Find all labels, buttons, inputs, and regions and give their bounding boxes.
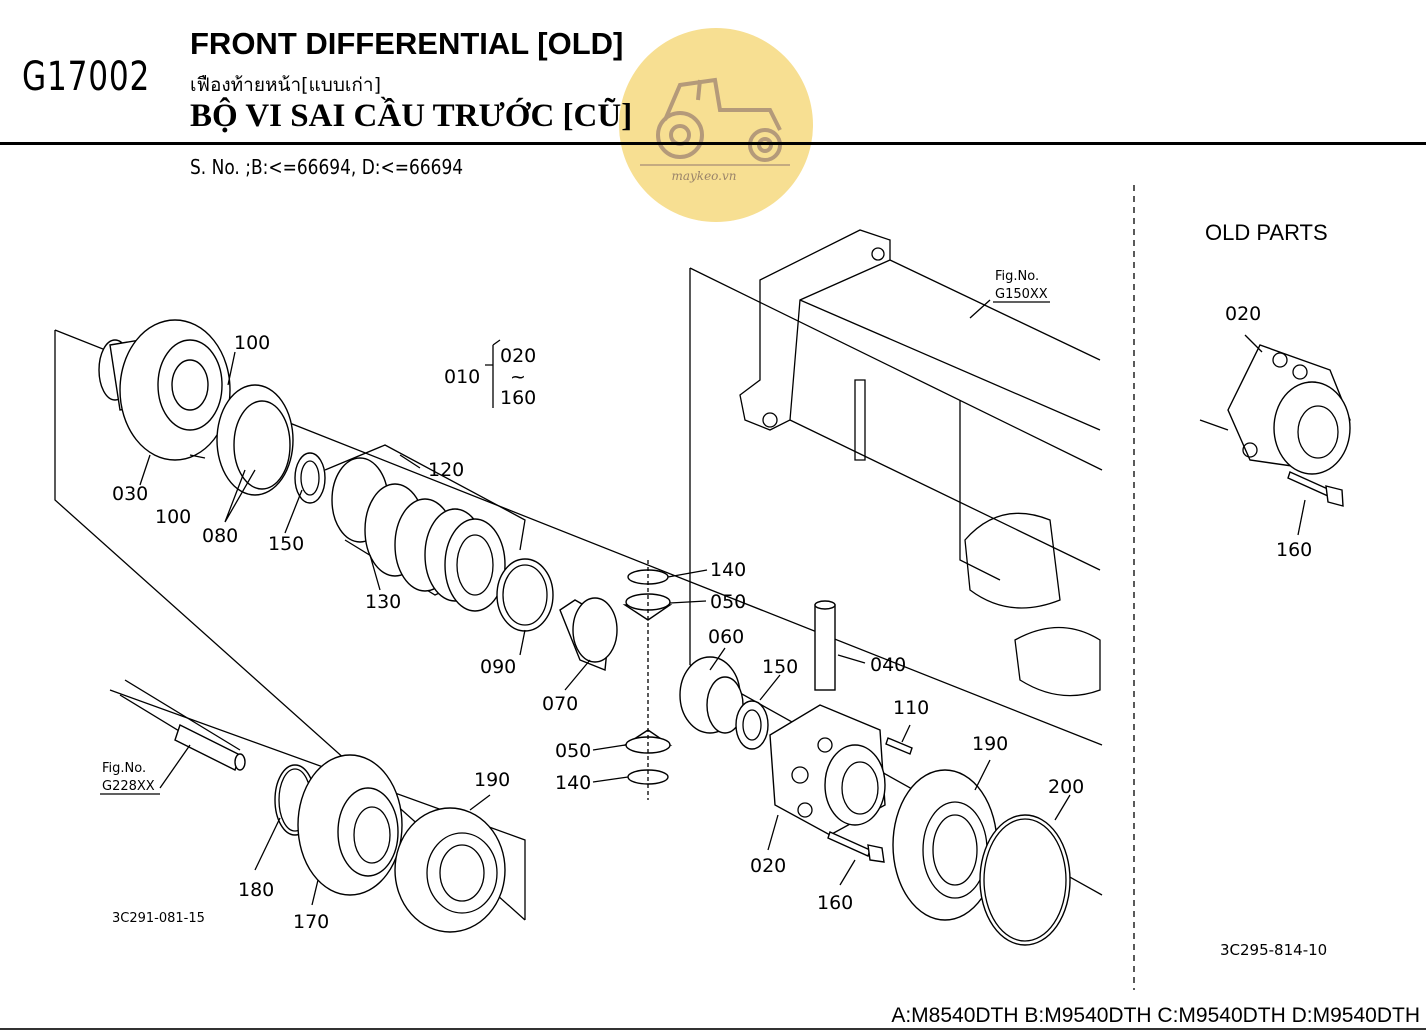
diagram-ref-code: 3C291-081-15: [112, 911, 205, 926]
assembly-id: 010: [444, 366, 480, 388]
assembly-tilde: ~: [510, 366, 526, 388]
label-040: 040: [870, 654, 906, 676]
title-english: FRONT DIFFERENTIAL [OLD]: [190, 26, 624, 61]
label-080: 080: [202, 525, 238, 547]
housing-panel: [689, 229, 1103, 896]
model-list: A:M8540DTH B:M9540DTH C:M9540DTH D:M9540…: [891, 1004, 1420, 1027]
label-160: 160: [817, 892, 853, 914]
label-060: 060: [708, 626, 744, 648]
label-050-a: 050: [710, 591, 746, 613]
part-160-bolt: [827, 831, 885, 863]
fig-ref-g228-line2: G228XX: [102, 779, 155, 794]
part-200-snap-ring: [979, 814, 1071, 946]
label-190-b: 190: [474, 769, 510, 791]
label-150-b: 150: [762, 656, 798, 678]
assembly-to: 160: [500, 387, 536, 409]
part-030-flange: [98, 319, 231, 461]
label-150-a: 150: [268, 533, 304, 555]
label-110: 110: [893, 697, 929, 719]
part-080-seals: [216, 384, 326, 504]
part-110-pin: [885, 737, 913, 755]
header-rule: [0, 142, 1426, 145]
old-label-020: 020: [1225, 303, 1261, 325]
label-020: 020: [750, 855, 786, 877]
axle-shaft: [119, 679, 246, 771]
part-090-ring: [496, 558, 554, 632]
title-thai: เฟืองท้ายหน้า[แบบเก่า]: [190, 74, 382, 96]
part-060-gear: [679, 656, 744, 734]
label-190-a: 190: [972, 733, 1008, 755]
label-130: 130: [365, 591, 401, 613]
serial-number: S. No. ;B:<=66694, D:<=66694: [190, 155, 464, 179]
label-180: 180: [238, 879, 274, 901]
fig-ref-g150-line1: Fig.No.: [995, 269, 1039, 284]
old-parts-title: OLD PARTS: [1205, 220, 1328, 245]
watermark-text: maykeo.vn: [671, 169, 736, 183]
label-140-a: 140: [710, 559, 746, 581]
old-part-020-case: [1199, 344, 1351, 507]
label-100-b: 100: [155, 506, 191, 528]
part-150-washer: [735, 700, 769, 750]
part-040-shaft: [814, 600, 836, 691]
label-070: 070: [542, 693, 578, 715]
label-140-b: 140: [555, 772, 591, 794]
assembly-from: 020: [500, 345, 536, 367]
label-120: 120: [428, 459, 464, 481]
part-labels: 100 030 100 080 150 120 130 090 140 050 …: [100, 220, 1328, 959]
label-200: 200: [1048, 776, 1084, 798]
label-030: 030: [112, 483, 148, 505]
footer-rule: [0, 1028, 1426, 1030]
part-070-side-gear: [559, 597, 618, 671]
fig-ref-g228-line1: Fig.No.: [102, 761, 146, 776]
section-code: G17002: [22, 54, 151, 100]
label-050-b: 050: [555, 740, 591, 762]
old-label-160: 160: [1276, 539, 1312, 561]
fig-ref-g150-line2: G150XX: [995, 287, 1048, 302]
old-parts-ref-code: 3C295-814-10: [1220, 941, 1327, 959]
part-050-140-pinions: [622, 560, 673, 800]
part-120-130-clutch-plates: [324, 444, 526, 612]
label-170: 170: [293, 911, 329, 933]
label-090: 090: [480, 656, 516, 678]
leader-lines: [139, 299, 1306, 906]
label-100-a: 100: [234, 332, 270, 354]
part-170-gear: [297, 754, 403, 896]
maykeo-watermark-logo: maykeo.vn: [619, 28, 813, 222]
part-190-bearing-left: [394, 807, 506, 933]
part-020-case: [769, 704, 886, 836]
title-vietnamese: BỘ VI SAI CẦU TRƯỚC [CŨ]: [190, 98, 633, 134]
